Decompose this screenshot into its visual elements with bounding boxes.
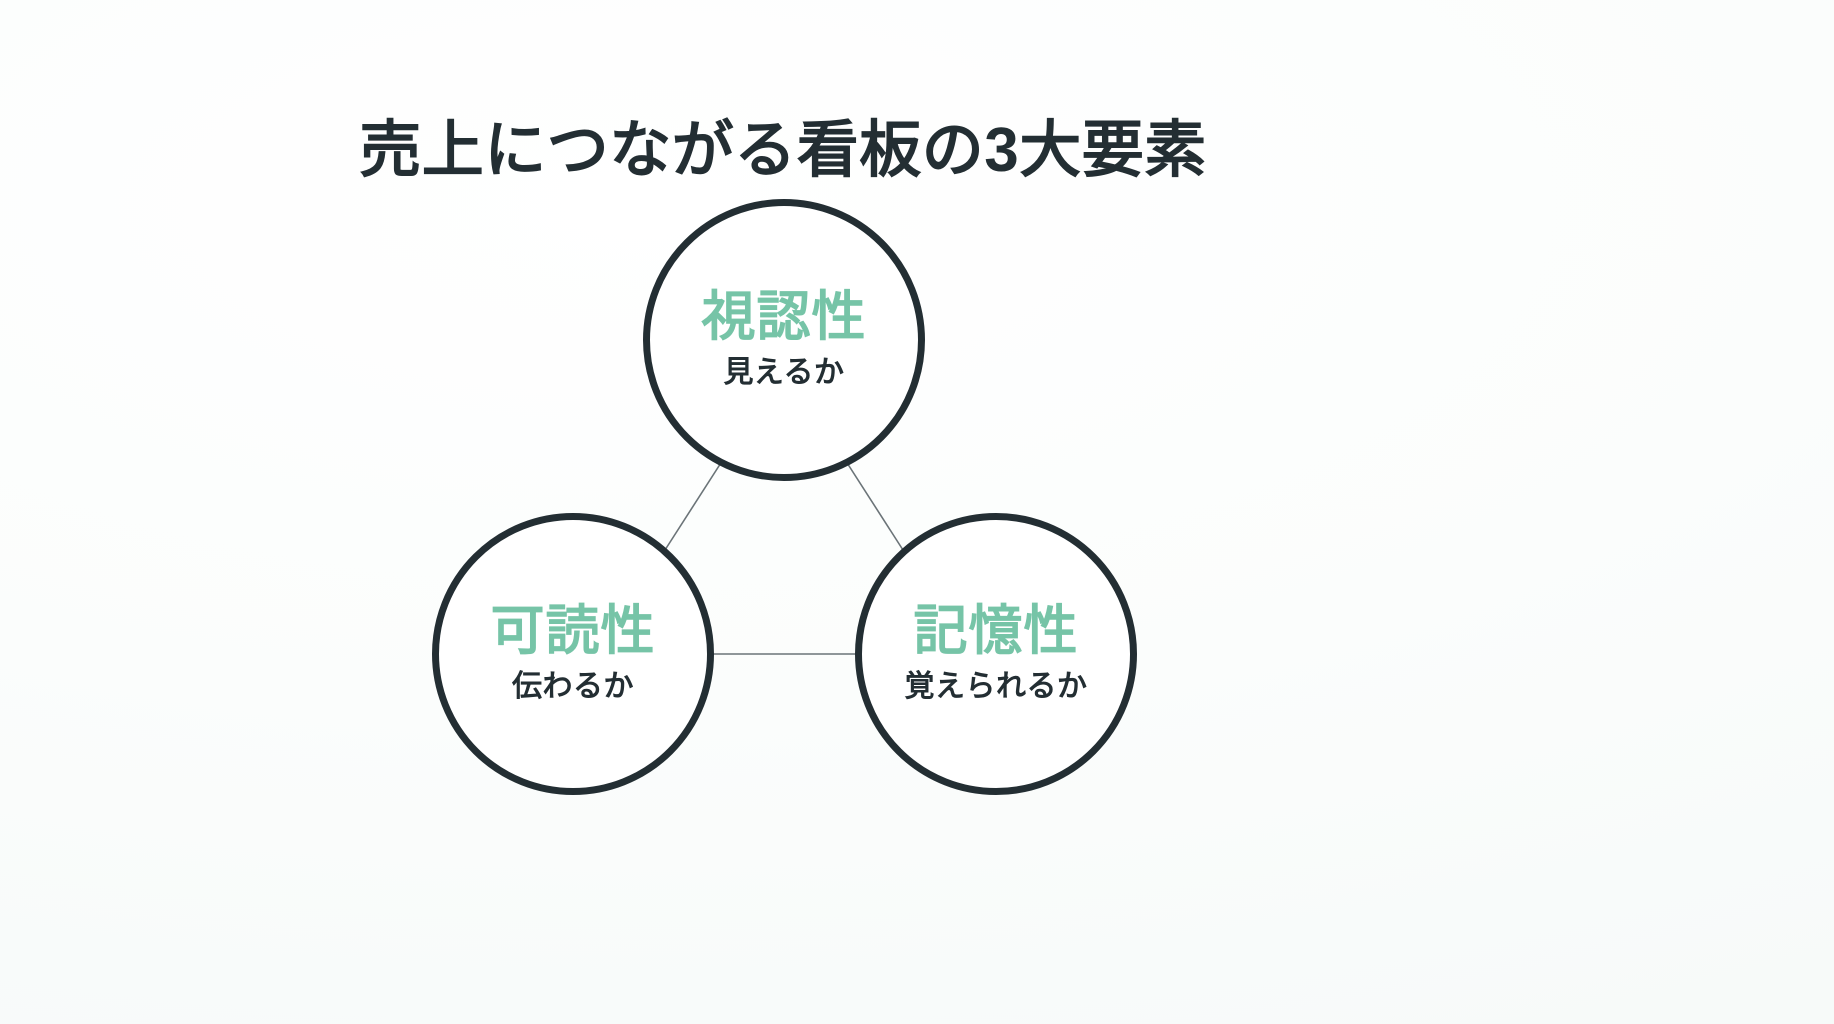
node-subtitle-readability: 伝わるか (512, 669, 634, 703)
node-title-visibility: 視認性 (701, 287, 867, 348)
node-subtitle-memorability: 覚えられるか (904, 669, 1088, 703)
diagram-node-memorability[interactable]: 記憶性 覚えられるか (855, 513, 1137, 795)
diagram-node-visibility[interactable]: 視認性 見えるか (643, 199, 925, 481)
page-title: 売上につながる看板の3大要素 (359, 115, 1207, 185)
node-title-memorability: 記憶性 (913, 601, 1079, 662)
diagram-node-readability[interactable]: 可読性 伝わるか (432, 513, 714, 795)
node-title-readability: 可読性 (490, 601, 656, 662)
node-subtitle-visibility: 見えるか (723, 355, 845, 389)
connector-visibility-readability (664, 454, 727, 551)
connector-visibility-memorability (841, 454, 904, 551)
